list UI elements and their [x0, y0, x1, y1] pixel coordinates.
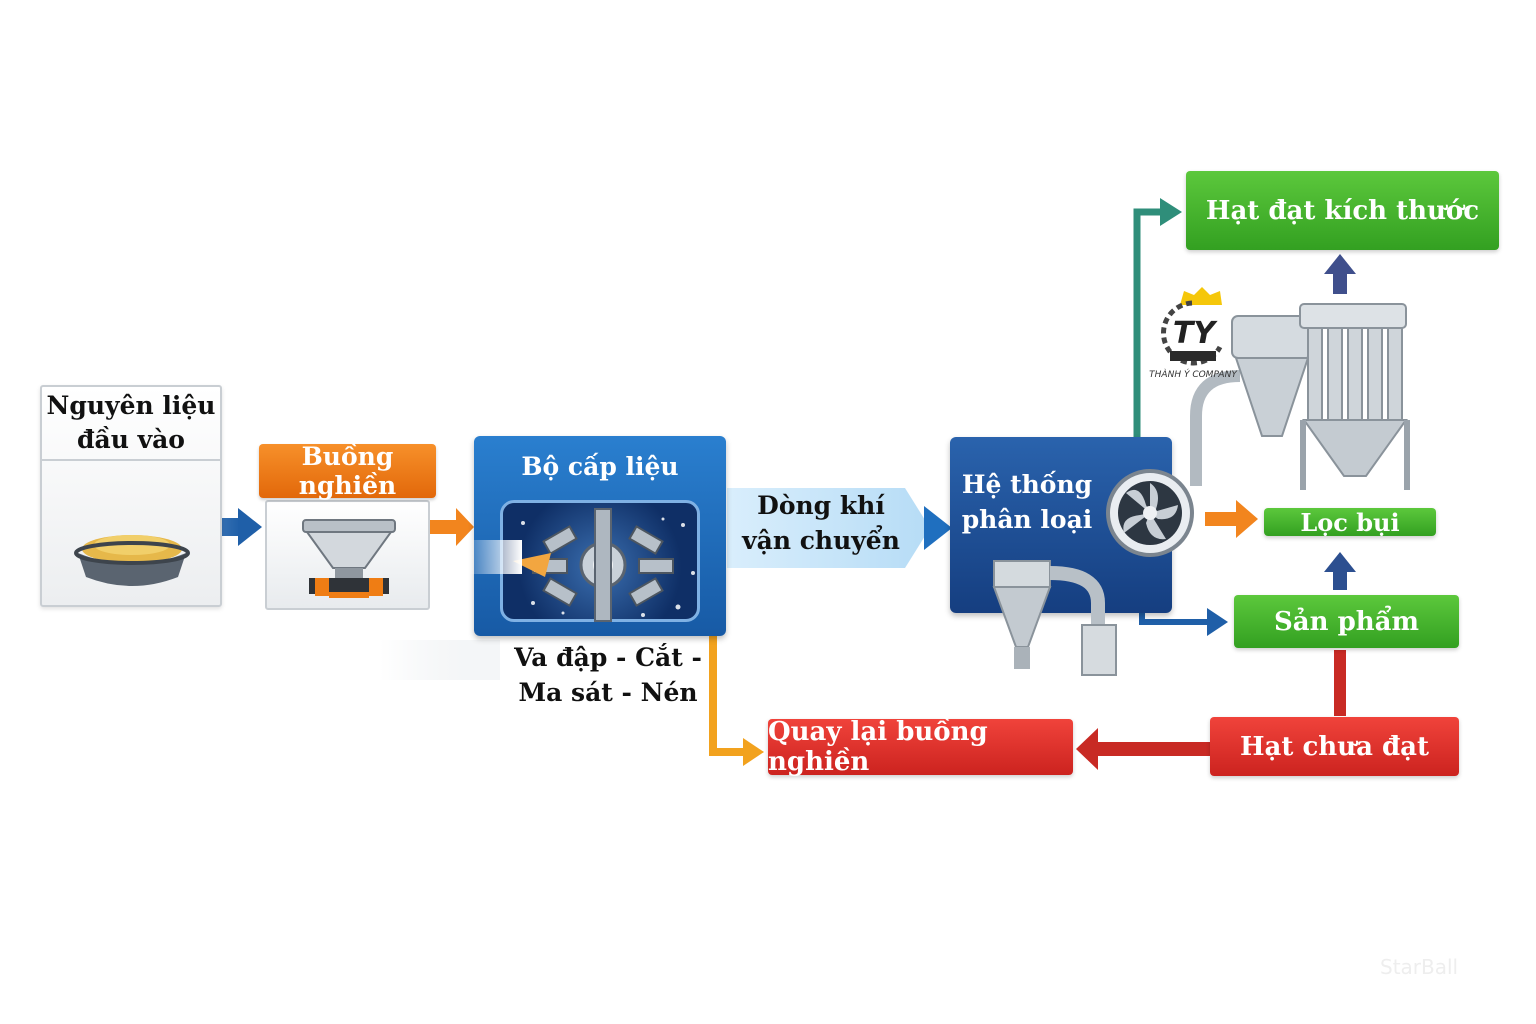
chamber-feeder-arrow-shaft [430, 520, 458, 534]
input-arrow-head [238, 508, 262, 546]
mechanism-description: Va đập - Cắt - Ma sát - Nén [514, 643, 702, 707]
classifier-product-head [1207, 608, 1228, 636]
classifier-product-line [1139, 613, 1210, 625]
air-band-shape [727, 488, 930, 568]
classifier-dust-shaft [1205, 512, 1240, 526]
product-fail-line [1334, 650, 1346, 716]
classifier-dust-head [1236, 500, 1258, 538]
feeder-return-line [709, 636, 745, 756]
fail-return-head [1076, 728, 1098, 770]
return-to-chamber-box: Quay lại buồng nghiền [768, 717, 1073, 777]
feeder-label: Bộ cấp liệu [521, 452, 679, 481]
feeder-return-head [743, 738, 764, 766]
classifier-label: Hệ thống phân loại [961, 470, 1093, 534]
rotor-icon [513, 508, 695, 622]
fail-return-shaft [1095, 742, 1211, 756]
watermark: StarBall [1380, 955, 1459, 979]
hopper-icon [302, 519, 396, 598]
filter-good-head [1324, 254, 1356, 274]
rejected-particles-box: Hạt chưa đạt [1210, 717, 1459, 776]
classifier-card [950, 437, 1194, 676]
air-arrow-head [924, 506, 952, 550]
dust-product-shaft [1333, 570, 1347, 590]
fan-icon [1106, 469, 1194, 557]
input-material-label: Nguyên liệu đầu vào [42, 387, 220, 461]
logo-mark: TY [1173, 316, 1218, 351]
feed-inlet-glow [462, 540, 522, 574]
feeder-gray-trail [380, 640, 500, 680]
grinding-chamber-card [265, 500, 430, 610]
product-output: Sản phẩm [1234, 595, 1459, 648]
material-tray-icon [74, 535, 190, 586]
company-logo-icon: TY [1161, 287, 1223, 366]
good-size-output: Hạt đạt kích thước [1186, 171, 1499, 250]
chamber-feeder-arrow-head [456, 508, 474, 546]
classifier-good-line [1133, 208, 1162, 437]
logo-company-name: THÀNH Ý COMPANY [1149, 370, 1237, 380]
dust-collector-icon [1190, 303, 1410, 490]
air-transport-label: Dòng khí vận chuyển [742, 491, 900, 555]
dust-product-head [1324, 552, 1356, 572]
input-material-card: Nguyên liệu đầu vào [40, 385, 222, 607]
filter-good-shaft [1333, 272, 1347, 294]
grinding-chamber-label: Buồng nghiền [259, 442, 436, 500]
impact-mechanism-window [500, 500, 700, 622]
cyclone-icon [992, 560, 1117, 676]
dust-filter-output: Lọc bụi [1264, 508, 1436, 537]
classifier-good-head [1160, 198, 1182, 226]
